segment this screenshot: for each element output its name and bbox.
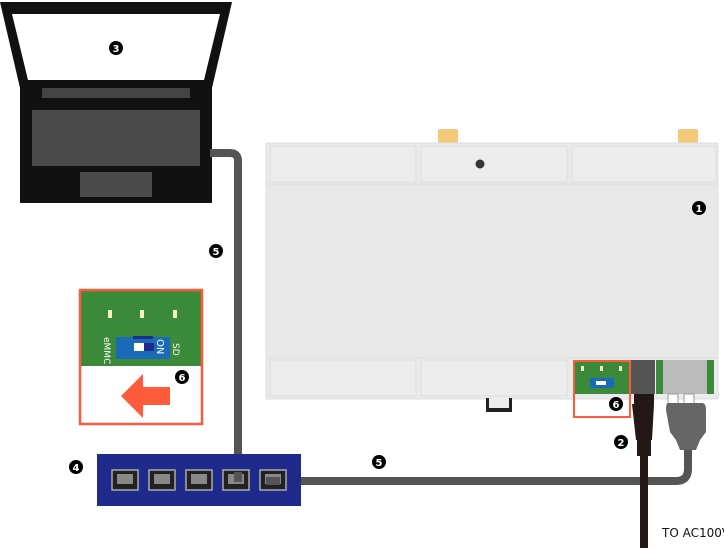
device-unit: [265, 129, 719, 412]
callout-5a: 5: [209, 244, 223, 258]
svg-text:4: 4: [73, 463, 80, 474]
svg-text:6: 6: [613, 400, 620, 411]
svg-text:5: 5: [376, 458, 383, 469]
callout-2: 2: [614, 435, 628, 449]
svg-text:2: 2: [618, 438, 625, 449]
callout-3: 3: [109, 41, 123, 55]
lan-cable-pc: [210, 149, 242, 478]
svg-text:6: 6: [179, 373, 186, 384]
lan-plug: [666, 393, 706, 450]
laptop-pc: [0, 2, 232, 203]
svg-text:5: 5: [213, 247, 220, 258]
arrow-left-icon: [121, 374, 170, 418]
svg-text:1: 1: [696, 204, 703, 215]
callout-6a: 6: [175, 370, 189, 384]
on-label: ON: [154, 339, 165, 354]
boot-switch-highlight: [573, 360, 631, 418]
callout-5b: 5: [372, 455, 386, 469]
svg-text:3: 3: [113, 44, 120, 55]
emmc-label: eMMC: [101, 337, 111, 364]
callout-6b: 6: [609, 397, 623, 411]
callout-4: 4: [69, 460, 83, 474]
callout-1: 1: [692, 201, 706, 215]
sd-label: SD: [170, 343, 180, 356]
power-cable: [632, 394, 654, 548]
boot-switch-detail: eMMC ON SD: [78, 288, 204, 426]
lan-cable-device: [270, 446, 692, 485]
power-label: TO AC100V: [661, 526, 724, 540]
